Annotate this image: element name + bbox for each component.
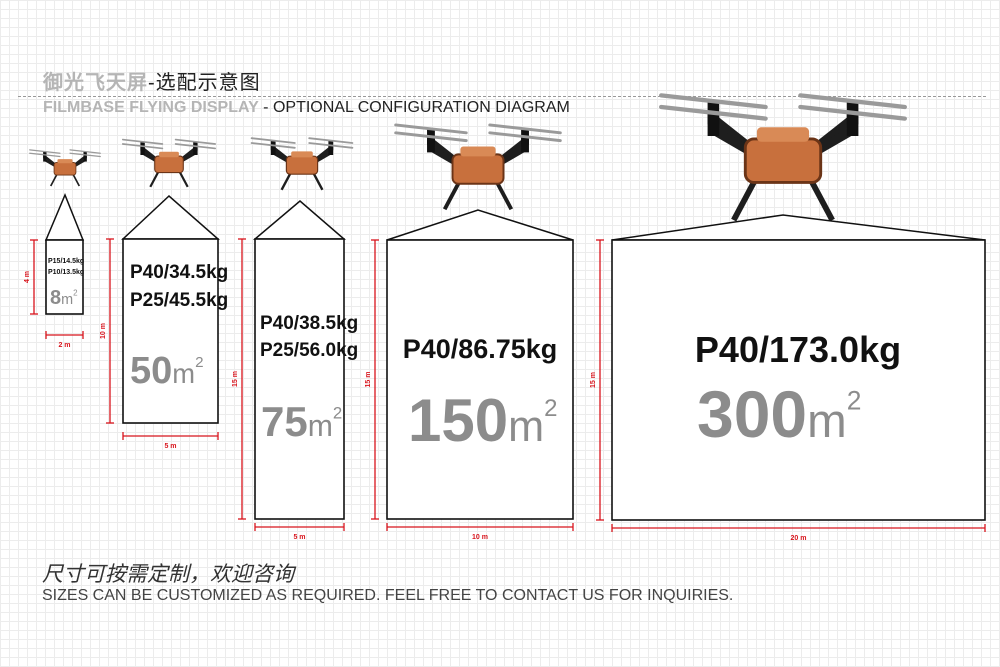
footer-note-en: SIZES CAN BE CUSTOMIZED AS REQUIRED. FEE…: [42, 587, 734, 604]
drone-propeller: [121, 143, 164, 150]
height-dimension-label: 10 m: [100, 323, 107, 339]
drone-propeller: [250, 137, 296, 144]
drone-motor: [427, 136, 435, 153]
suspension-rigging: [611, 214, 986, 241]
suspension-rigging: [121, 194, 220, 240]
drone-propeller: [488, 123, 562, 135]
page-title-en: FILMBASE FLYING DISPLAY - OPTIONAL CONFI…: [43, 99, 570, 117]
screen-spec-weight: P40/38.5kg: [260, 313, 358, 334]
drone-propeller: [394, 123, 468, 135]
drone-leg: [49, 172, 59, 187]
screen-spec-weight: P15/14.5kg: [48, 258, 84, 265]
screen-spec-weight: P40/86.75kg: [403, 334, 558, 364]
drone-icon: [29, 149, 101, 187]
drone-canopy: [291, 151, 313, 158]
drone-propeller: [659, 104, 768, 121]
height-dimension-label: 4 m: [24, 271, 31, 283]
drone-motor: [846, 112, 859, 136]
drone-propeller: [69, 152, 101, 158]
title-divider: [18, 96, 986, 97]
drone-propeller: [250, 142, 296, 149]
width-dimension-label: 20 m: [791, 535, 807, 542]
drone-leg: [149, 169, 161, 188]
drone-leg: [731, 175, 760, 222]
led-screen-panel: [122, 238, 219, 424]
drone-propeller: [488, 131, 562, 143]
led-screen-panel: [386, 239, 574, 520]
drone-body: [451, 153, 505, 185]
drone-motor: [521, 136, 529, 153]
width-dimension-label: 5 m: [293, 534, 305, 541]
drone-propeller: [394, 131, 468, 143]
screen-area: 8m2: [50, 287, 78, 309]
drone-canopy: [57, 159, 73, 164]
page-title-cn: 御光飞天屏-选配示意图: [43, 66, 261, 95]
drone-propeller: [174, 143, 217, 150]
drone-icon: [394, 123, 562, 211]
led-screen-panel: [611, 239, 986, 521]
drone-leg: [177, 169, 189, 188]
drone-leg: [493, 178, 514, 211]
drone-motor: [193, 146, 198, 155]
led-screen-panel: [254, 238, 345, 520]
screen-spec-weight: P10/13.5kg: [48, 269, 84, 276]
drone-leg: [442, 178, 463, 211]
height-dimension-label: 15 m: [232, 371, 239, 387]
drone-propeller: [308, 142, 354, 149]
suspension-rigging: [44, 193, 85, 241]
drone-motor: [83, 154, 87, 162]
width-dimension-label: 10 m: [472, 534, 488, 541]
drone-motor: [270, 145, 276, 155]
drone-leg: [311, 171, 324, 191]
screen-area: 75m2: [261, 398, 342, 445]
screen-spec-weight: P40/173.0kg: [695, 329, 901, 370]
drone-body: [743, 137, 823, 184]
screen-area: 300m2: [697, 377, 861, 451]
drone-leg: [71, 172, 81, 187]
drone-body: [285, 155, 319, 175]
drone-motor: [328, 145, 334, 155]
drone-leg: [806, 175, 835, 222]
width-dimension-label: 2 m: [58, 342, 70, 349]
drone-canopy: [159, 151, 179, 158]
height-dimension-label: 15 m: [590, 372, 597, 388]
screen-spec-weight: P25/56.0kg: [260, 340, 358, 361]
drone-icon: [250, 137, 354, 191]
title-en-suffix: - OPTIONAL CONFIGURATION DIAGRAM: [258, 99, 570, 116]
drone-icon: [659, 93, 907, 222]
footer-note-cn: 尺寸可按需定制，欢迎咨询: [42, 563, 294, 586]
drone-propeller: [798, 104, 907, 121]
screen-area: 150m2: [408, 387, 557, 454]
led-screen-panel: [45, 239, 84, 315]
height-dimension-label: 15 m: [365, 372, 372, 388]
brand-name-en: FILMBASE FLYING DISPLAY: [43, 99, 259, 116]
drone-icon: [121, 138, 217, 188]
drone-propeller: [121, 138, 164, 145]
suspension-rigging: [252, 200, 347, 240]
screen-spec-weight: P25/45.5kg: [130, 290, 228, 311]
drone-motor: [140, 146, 145, 155]
screen-spec-weight: P40/34.5kg: [130, 262, 228, 283]
drone-propeller: [69, 149, 101, 154]
drone-canopy: [756, 127, 810, 142]
drone-propeller: [174, 138, 217, 145]
drone-canopy: [460, 146, 496, 157]
drone-leg: [280, 171, 293, 191]
drone-propeller: [29, 152, 61, 158]
drone-propeller: [798, 93, 907, 110]
title-cn-suffix: -选配示意图: [148, 72, 261, 94]
drone-body: [154, 155, 184, 174]
drone-propeller: [659, 93, 768, 110]
drone-motor: [707, 112, 720, 136]
suspension-rigging: [386, 209, 574, 241]
drone-body: [53, 162, 77, 176]
drone-propeller: [308, 137, 354, 144]
drone-motor: [43, 154, 47, 162]
width-dimension-label: 5 m: [164, 443, 176, 450]
brand-name-cn: 御光飞天屏: [43, 72, 148, 94]
screen-area: 50m2: [130, 350, 204, 392]
drone-propeller: [29, 149, 61, 154]
